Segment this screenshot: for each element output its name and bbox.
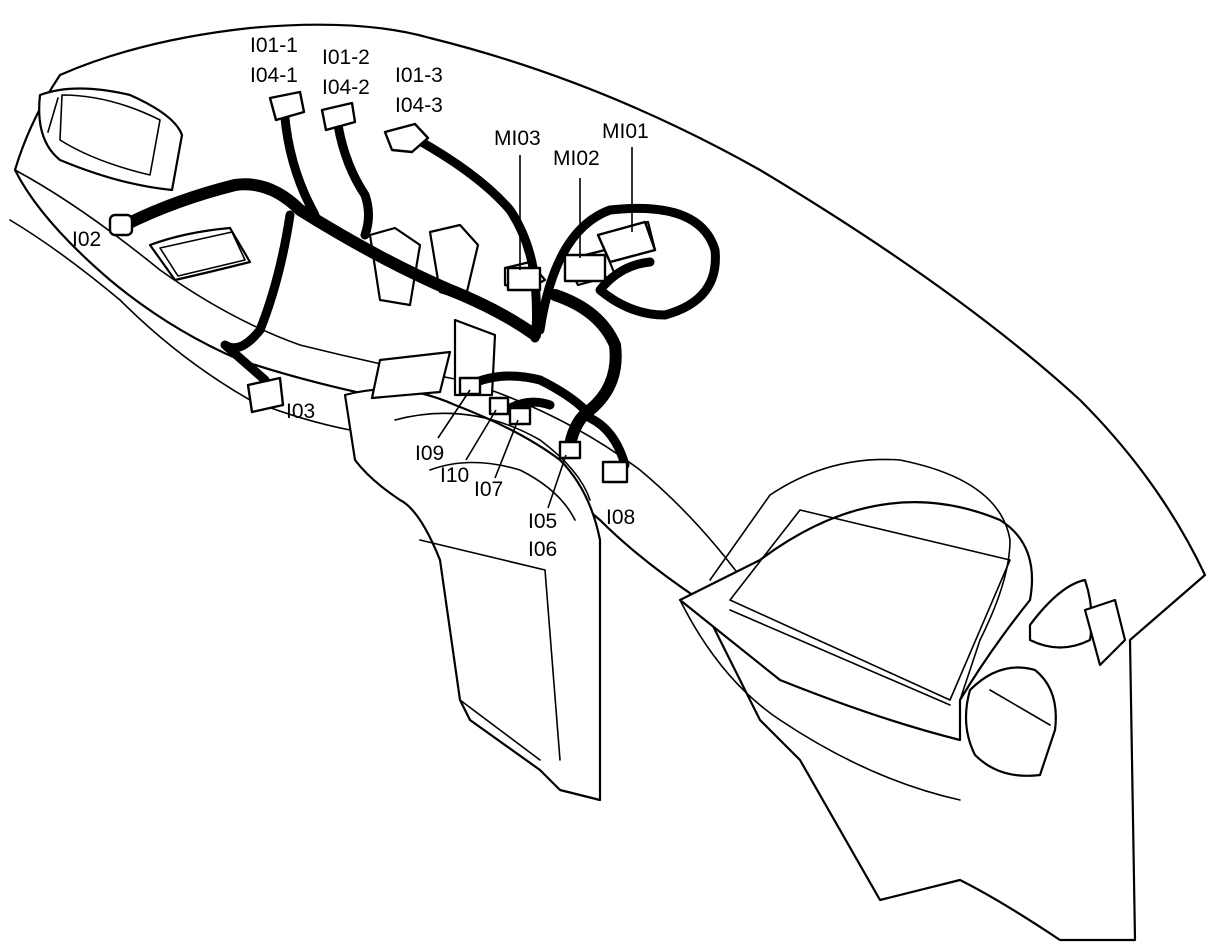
label-i06: I06 xyxy=(528,538,557,561)
label-i03: I03 xyxy=(286,400,315,423)
wire-harness xyxy=(119,113,720,470)
label-i02: I02 xyxy=(72,228,101,251)
label-i01-3: I01-3 xyxy=(395,64,443,87)
connector-mi02 xyxy=(563,253,607,283)
left-lower-vent xyxy=(148,226,252,282)
connector-i08 xyxy=(601,460,629,484)
harness-branch-center-down xyxy=(549,289,622,451)
label-i01-1: I01-1 xyxy=(250,34,298,57)
connector-mi01 xyxy=(596,220,657,264)
connector-i01-1 xyxy=(268,90,306,122)
label-i04-2: I04-2 xyxy=(322,76,370,99)
label-mi01: MI01 xyxy=(602,120,649,143)
connector-i02 xyxy=(108,213,134,237)
center-console xyxy=(343,318,602,802)
harness-branch-i01-3 xyxy=(413,135,541,343)
connector-i01-3 xyxy=(383,122,430,154)
connector-i05 xyxy=(558,440,582,460)
harness-branch-i01-1 xyxy=(280,113,320,220)
connector-i09 xyxy=(458,376,482,396)
right-air-vent xyxy=(964,578,1127,777)
harness-branch-i03 xyxy=(220,210,295,400)
connector-mi03 xyxy=(506,266,542,292)
harness-loop-mi01 xyxy=(535,203,720,335)
connector-i03 xyxy=(246,376,285,414)
label-i08: I08 xyxy=(606,506,635,529)
leader-lines xyxy=(437,147,633,509)
label-i01-2: I01-2 xyxy=(322,46,370,69)
label-i04-1: I04-1 xyxy=(250,64,298,87)
left-air-vent xyxy=(38,87,184,192)
label-i07: I07 xyxy=(474,478,503,501)
dashboard-lower-left-edge xyxy=(9,219,351,431)
label-i10: I10 xyxy=(440,464,469,487)
connector-i01-2 xyxy=(320,101,357,132)
label-i04-3: I04-3 xyxy=(395,94,443,117)
label-i09: I09 xyxy=(415,442,444,465)
connector-i10 xyxy=(488,396,510,416)
label-i05: I05 xyxy=(528,510,557,533)
connector-labels: I01-1 I04-1 I01-2 I04-2 I01-3 I04-3 MI03… xyxy=(72,34,649,561)
label-mi03: MI03 xyxy=(494,127,541,150)
glove-box xyxy=(678,458,1034,801)
label-mi02: MI02 xyxy=(553,147,600,170)
harness-branch-i01-2 xyxy=(333,120,373,240)
connector-i07 xyxy=(508,406,532,426)
connectors xyxy=(108,90,657,484)
